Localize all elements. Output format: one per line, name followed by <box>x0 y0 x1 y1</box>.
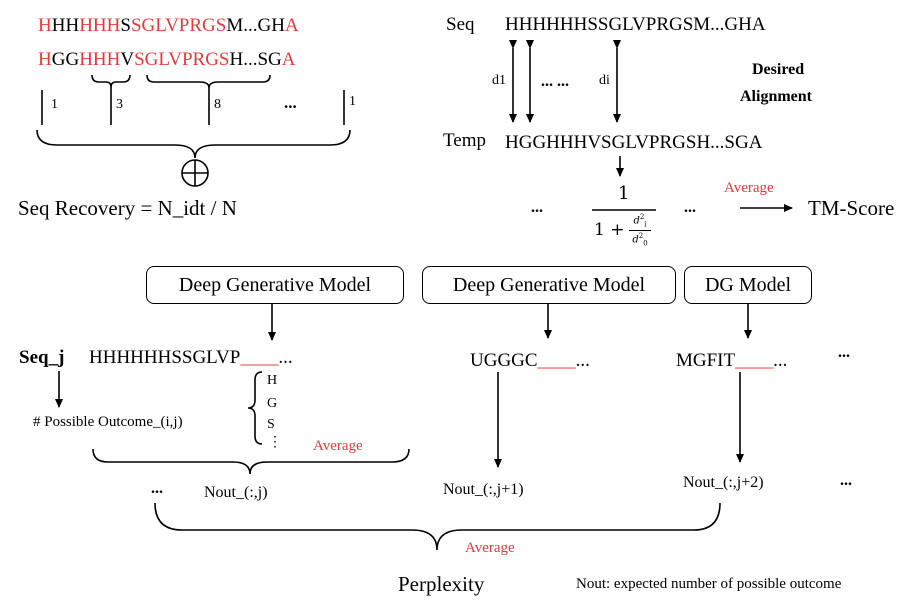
count-1: 1 <box>51 97 58 112</box>
options-brace <box>247 371 263 445</box>
sequence-ugggc: UGGGC____... <box>470 350 590 371</box>
temp-label: Temp <box>443 130 486 151</box>
brace-8 <box>146 74 271 89</box>
seq-j-sequence: HHHHHHSSGLVP____... <box>89 347 293 368</box>
possible-outcome-label: # Possible Outcome_(i,j) <box>33 414 183 430</box>
option-g: G <box>267 396 278 411</box>
sum-brace <box>36 129 351 159</box>
seq-label: Seq <box>446 14 475 35</box>
nout-right-ellipsis: ... <box>840 472 852 489</box>
temp-sequence: HGGHHHVSGLVPRGSH...SGA <box>505 132 763 153</box>
fraction-numerator: 1 <box>618 183 630 204</box>
sequence-mgfit: MGFIT____... <box>676 350 788 371</box>
option-s: S <box>267 417 275 432</box>
model-ellipsis: ... <box>838 344 850 361</box>
tm-left-ellipsis: ... <box>531 199 543 216</box>
option-more: ⋮ <box>268 435 282 450</box>
count-last: 1 <box>349 94 356 109</box>
fraction-inner: d2i d20 <box>629 212 651 249</box>
perplexity-label: Perplexity <box>398 572 485 596</box>
distance-ellipsis: ... ... <box>541 73 569 90</box>
oplus-text: ⊕ <box>187 163 188 164</box>
d1-label: d1 <box>492 73 506 88</box>
nout-left-ellipsis: ... <box>151 480 163 497</box>
seq-j-label: Seq_j <box>19 347 65 368</box>
seq-recovery-formula: Seq Recovery = N_idt / N <box>18 196 237 220</box>
seq-sequence: HHHHHHSSGLVPRGSM...GHA <box>505 14 766 35</box>
average-label-1: Average <box>313 438 363 454</box>
count-8: 8 <box>214 97 221 112</box>
average-brace-1 <box>92 448 410 475</box>
average-brace-total <box>154 502 721 551</box>
tm-right-ellipsis: ... <box>684 199 696 216</box>
dg-model-box: DG Model <box>684 266 812 304</box>
tm-score-label: TM-Score <box>808 196 895 220</box>
fraction-denominator: 1 + <box>594 220 625 240</box>
deep-generative-model-box-1: Deep Generative Model <box>146 266 404 304</box>
count-3: 3 <box>116 97 123 112</box>
option-h: H <box>267 373 278 388</box>
nout-j: Nout_(:,j) <box>204 484 268 501</box>
desired-alignment-line1: Desired <box>752 61 805 78</box>
average-label-total: Average <box>465 540 515 556</box>
tm-average-label: Average <box>724 180 774 196</box>
footnote: Nout: expected number of possible outcom… <box>576 576 842 592</box>
nout-j-plus-1: Nout_(:,j+1) <box>443 481 524 498</box>
desired-alignment-line2: Alignment <box>740 88 812 105</box>
count-ellipsis: ... <box>284 93 297 112</box>
deep-generative-model-box-2: Deep Generative Model <box>422 266 676 304</box>
sequence-1: HHHHHHSSGLVPRGSM...GHA <box>38 15 299 36</box>
nout-j-plus-2: Nout_(:,j+2) <box>683 474 764 491</box>
brace-3 <box>91 74 131 88</box>
sequence-2: HGGHHHVSGLVPRGSH...SGA <box>38 49 296 70</box>
di-label: di <box>599 73 610 88</box>
